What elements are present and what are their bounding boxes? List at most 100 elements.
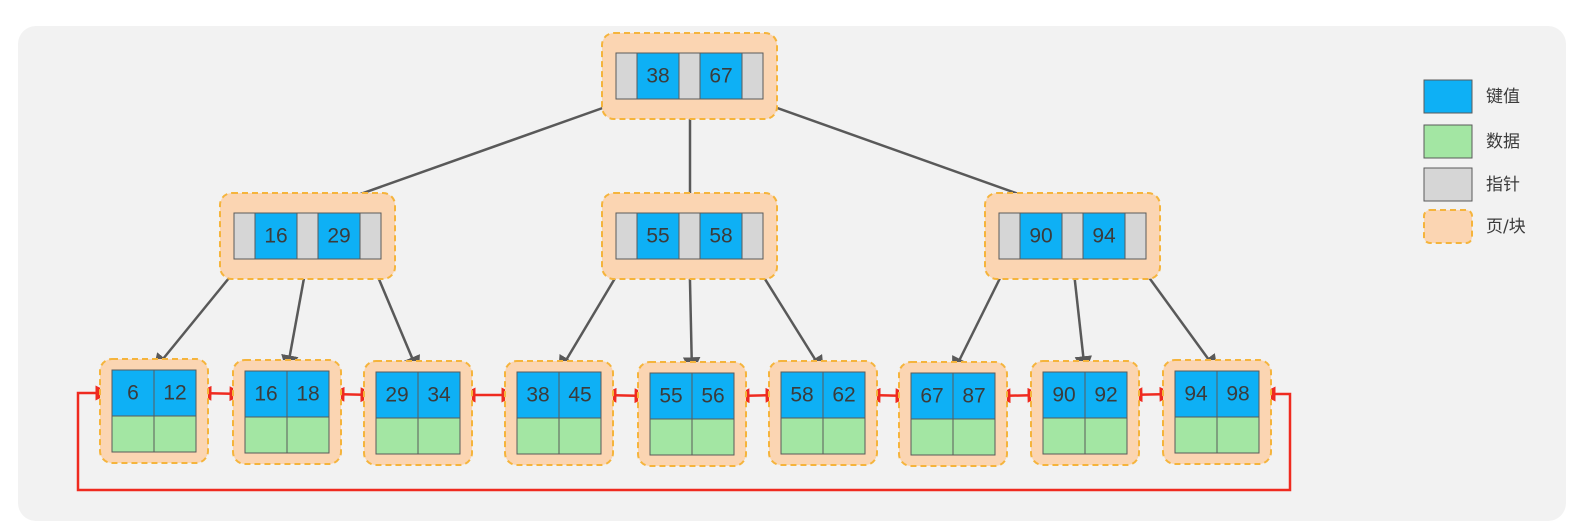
data-cell (1216, 416, 1260, 454)
key-cell (558, 371, 602, 419)
key-label: 94 (1092, 225, 1116, 248)
key-cell (691, 372, 735, 420)
legend-item: 页/块 (1423, 209, 1526, 244)
key-cell (780, 371, 824, 419)
key-cell (1019, 212, 1063, 260)
key-label: 87 (962, 385, 985, 408)
key-label: 62 (832, 384, 855, 407)
data-cell (780, 417, 824, 455)
key-cell (1084, 371, 1128, 419)
data-cell (375, 417, 419, 455)
key-label: 6 (127, 382, 139, 405)
leaf-node: 67 87 (898, 361, 1008, 467)
data-cell (417, 417, 461, 455)
pointer-cell (296, 212, 319, 260)
key-cell (1082, 212, 1126, 260)
legend-label: 数据 (1486, 132, 1520, 152)
key-label: 16 (254, 383, 277, 406)
key-cell (1174, 370, 1218, 418)
pointer-cell (615, 52, 638, 100)
leaf-node: 55 56 (637, 361, 747, 467)
legend-swatch-data (1423, 124, 1473, 159)
key-label: 56 (701, 385, 724, 408)
key-label: 98 (1226, 383, 1249, 406)
data-cell (286, 416, 330, 454)
key-cell (317, 212, 361, 260)
root-node: 38 67 (601, 32, 778, 120)
key-label: 67 (920, 385, 943, 408)
key-label: 38 (526, 384, 549, 407)
internal-node: 55 58 (601, 192, 778, 280)
pointer-cell (1124, 212, 1147, 260)
key-cell (254, 212, 298, 260)
pointer-cell (359, 212, 382, 260)
key-label: 92 (1094, 384, 1117, 407)
key-cell (516, 371, 560, 419)
legend-swatch-pointer (1423, 167, 1473, 202)
key-label: 58 (790, 384, 813, 407)
leaf-loop-arrow (76, 385, 1292, 492)
pointer-cell (741, 52, 764, 100)
legend-swatch-key (1423, 79, 1473, 114)
key-cell (417, 371, 461, 419)
leaf-node: 94 98 (1162, 359, 1272, 465)
key-cell (952, 372, 996, 420)
pointer-cell (233, 212, 256, 260)
data-cell (244, 416, 288, 454)
data-cell (558, 417, 602, 455)
key-label: 58 (709, 225, 732, 248)
data-cell (1174, 416, 1218, 454)
data-cell (649, 418, 693, 456)
data-cell (691, 418, 735, 456)
key-label: 29 (385, 384, 408, 407)
leaf-node: 58 62 (768, 360, 878, 466)
pointer-cell (615, 212, 638, 260)
key-label: 55 (659, 385, 682, 408)
leaf-node: 38 45 (504, 360, 614, 466)
pointer-cell (678, 212, 701, 260)
data-cell (1084, 417, 1128, 455)
key-cell (153, 369, 197, 417)
key-label: 38 (646, 65, 669, 88)
key-cell (1042, 371, 1086, 419)
key-label: 90 (1029, 225, 1052, 248)
data-cell (1042, 417, 1086, 455)
key-cell (111, 369, 155, 417)
legend-label: 页/块 (1486, 217, 1526, 237)
key-label: 29 (327, 225, 350, 248)
key-label: 94 (1184, 383, 1208, 406)
data-cell (952, 418, 996, 456)
key-label: 12 (163, 382, 186, 405)
key-cell (636, 212, 680, 260)
data-cell (111, 415, 155, 453)
key-cell (286, 370, 330, 418)
data-cell (910, 418, 954, 456)
key-label: 45 (568, 384, 591, 407)
key-label: 34 (427, 384, 451, 407)
pointer-cell (678, 52, 701, 100)
pointer-cell (1061, 212, 1084, 260)
leaf-node: 29 34 (363, 360, 473, 466)
legend-label: 键值 (1486, 87, 1520, 107)
legend-item: 指针 (1423, 167, 1520, 202)
internal-node: 90 94 (984, 192, 1161, 280)
key-label: 18 (296, 383, 319, 406)
leaf-node: 6 12 (99, 358, 209, 464)
key-label: 67 (709, 65, 732, 88)
leaf-node: 90 92 (1030, 360, 1140, 466)
data-cell (516, 417, 560, 455)
data-cell (822, 417, 866, 455)
pointer-cell (998, 212, 1021, 260)
legend-item: 键值 (1423, 79, 1520, 114)
key-label: 55 (646, 225, 669, 248)
legend-swatch-page (1423, 209, 1473, 244)
key-label: 90 (1052, 384, 1075, 407)
legend-item: 数据 (1423, 124, 1520, 159)
data-cell (153, 415, 197, 453)
key-cell (649, 372, 693, 420)
